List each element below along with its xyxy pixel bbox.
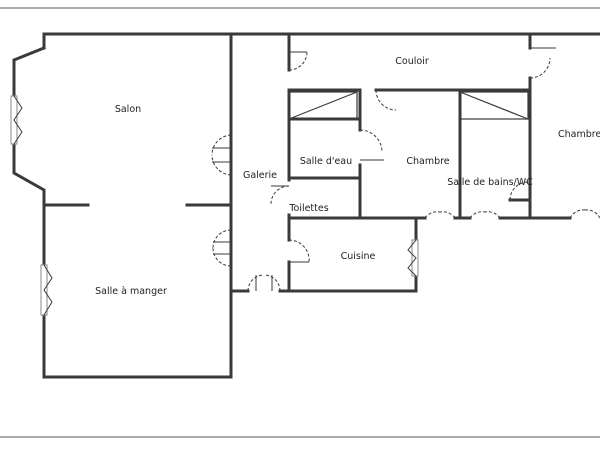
galerie-walls — [229, 32, 291, 293]
room-label-salle-de-bains: Salle de bains/WC — [447, 177, 533, 188]
couloir-walls — [287, 32, 600, 217]
room-label-chambre-1: Chambre — [406, 156, 449, 167]
room-label-salon: Salon — [115, 104, 141, 115]
bedroom-walls — [287, 88, 600, 220]
salon-galerie-doors — [211, 134, 281, 292]
room-label-toilettes: Toilettes — [288, 203, 328, 214]
room-label-chambre-2: Chambre — [558, 129, 600, 140]
bathroom-walls — [270, 88, 384, 220]
room-label-galerie: Galerie — [243, 170, 277, 181]
room-label-salle-d-eau: Salle d'eau — [300, 156, 352, 167]
kitchen-walls — [287, 216, 419, 293]
closets — [288, 91, 529, 120]
left-windows — [10, 95, 53, 316]
room-label-cuisine: Cuisine — [341, 251, 376, 262]
room-label-salle-a-manger: Salle à manger — [95, 286, 167, 297]
room-label-couloir: Couloir — [395, 56, 429, 67]
left-block-walls — [12, 32, 233, 379]
